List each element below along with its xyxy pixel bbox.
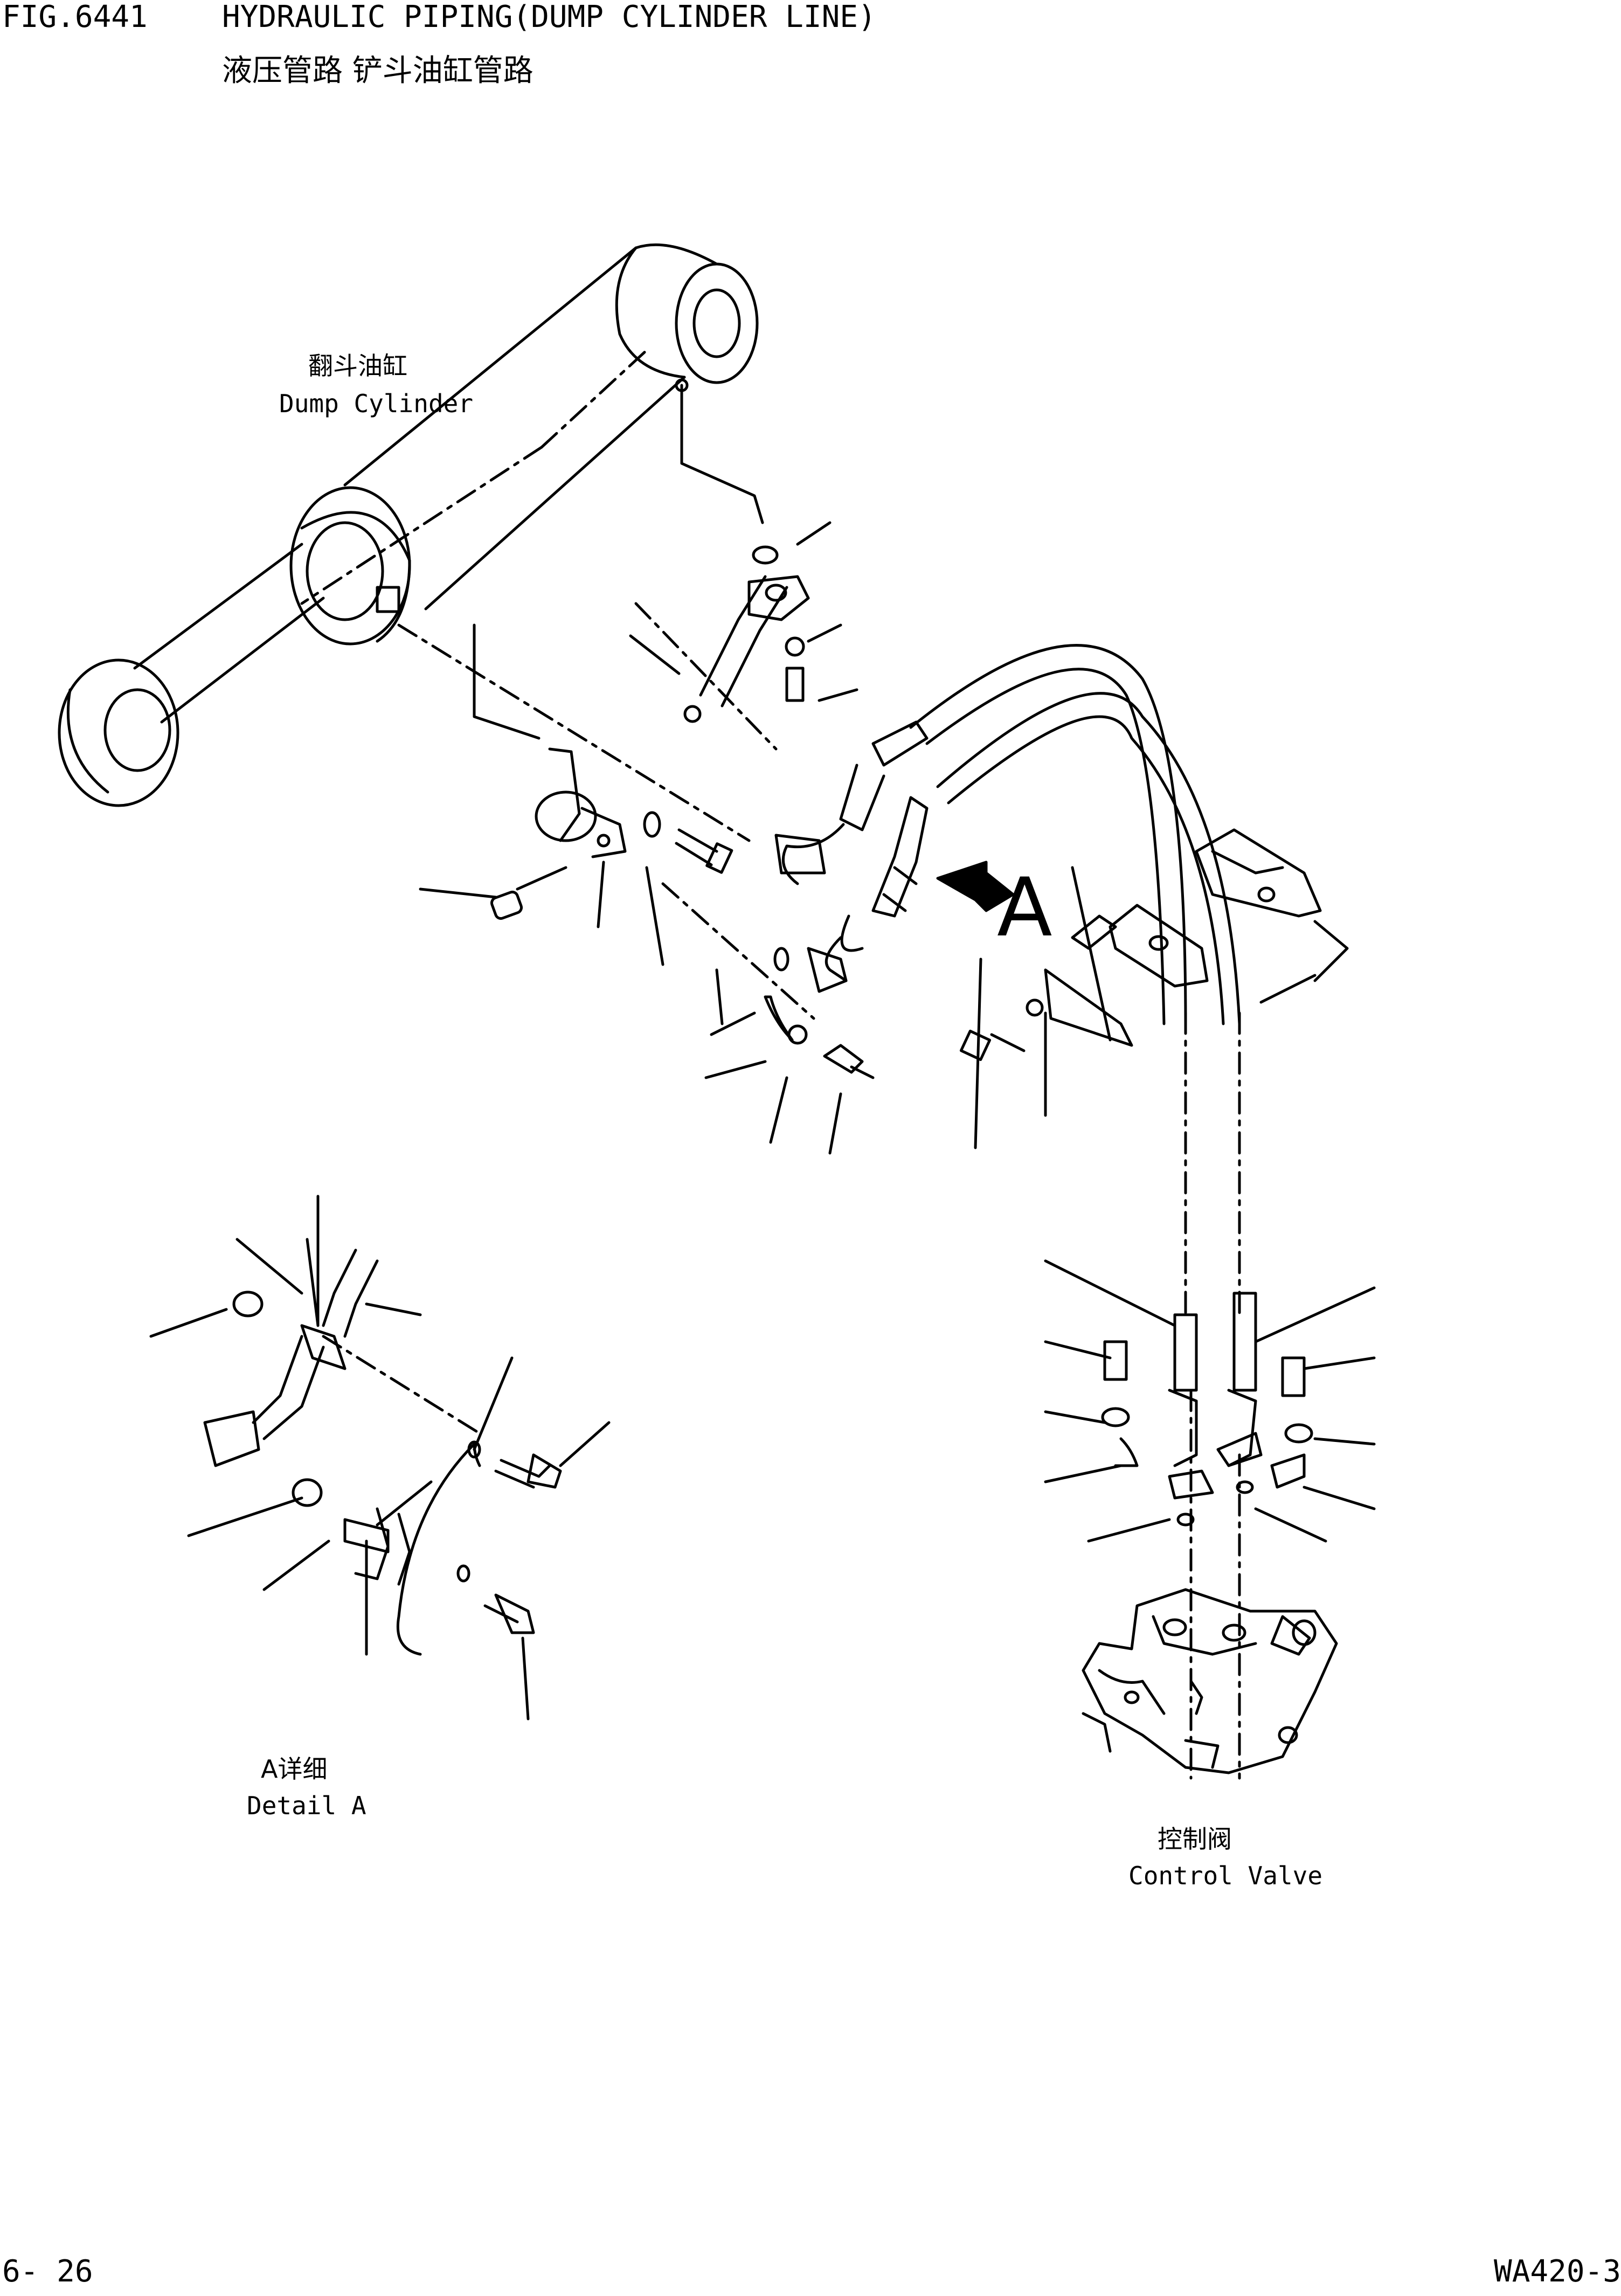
dump-cylinder-label-en: Dump Cylinder: [279, 389, 474, 418]
view-arrow: [936, 861, 1015, 912]
control-valve-label-en: Control Valve: [1128, 1861, 1323, 1890]
figure-title-en: HYDRAULIC PIPING(DUMP CYLINDER LINE): [222, 0, 876, 34]
dump-cylinder-label-zh: 翻斗油缸: [308, 351, 407, 380]
cylinder-head-flange: [490, 747, 733, 920]
page-number: 6- 26: [2, 2254, 93, 2289]
hydraulic-hoses: [774, 644, 1241, 1025]
upper-steel-tube: [683, 545, 810, 723]
model-code: WA420-3: [1494, 2254, 1621, 2289]
assembly-center-lines: [300, 349, 1241, 1780]
control-valve-illustration: [1082, 1588, 1338, 1774]
control-valve-label-zh: 控制阀: [1158, 1825, 1232, 1854]
figure-number: FIG.6441: [2, 0, 148, 34]
hose-clamp-bracket: [959, 828, 1322, 1062]
valve-hose-ends: [1101, 1292, 1313, 1527]
leader-lines: [149, 384, 1376, 1721]
detail-a-label-en: Detail A: [247, 1791, 366, 1820]
view-arrow-letter: A: [997, 861, 1052, 955]
lower-flange-hardware: [764, 947, 875, 1079]
dump-cylinder-illustration: [58, 243, 759, 807]
figure-title-zh: 液压管路 铲斗油缸管路: [222, 53, 534, 88]
detail-a-label-zh: A详细: [261, 1754, 328, 1784]
detail-a-illustration: [203, 1248, 562, 1656]
